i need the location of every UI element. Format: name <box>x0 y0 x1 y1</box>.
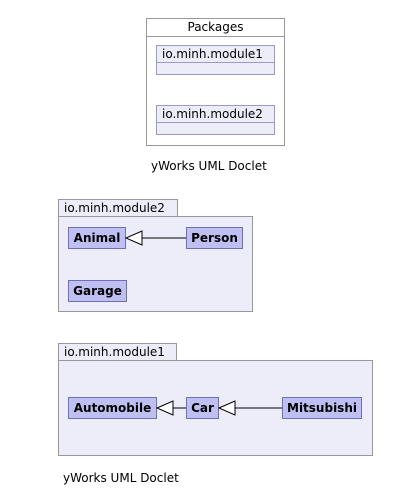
class-car[interactable]: Car <box>186 397 219 419</box>
edge-person-to-animal <box>124 230 186 246</box>
edge-mitsubishi-to-car <box>217 400 282 416</box>
overview-title: Packages <box>147 19 284 37</box>
class-animal[interactable]: Animal <box>68 227 126 249</box>
edge-car-to-automobile <box>155 400 186 416</box>
overview-package-label: io.minh.module1 <box>157 46 274 63</box>
overview-package-module1[interactable]: io.minh.module1 <box>156 45 275 75</box>
inheritance-arrowhead <box>155 400 174 416</box>
overview-package-module2[interactable]: io.minh.module2 <box>156 105 275 135</box>
package-tab-module1: io.minh.module1 <box>58 343 177 361</box>
class-automobile[interactable]: Automobile <box>68 397 157 419</box>
class-mitsubishi[interactable]: Mitsubishi <box>282 397 362 419</box>
class-garage[interactable]: Garage <box>68 280 127 302</box>
overview-caption: yWorks UML Doclet <box>151 159 267 173</box>
class-person[interactable]: Person <box>186 227 243 249</box>
inheritance-arrowhead <box>124 230 143 246</box>
footer-caption: yWorks UML Doclet <box>63 471 179 485</box>
overview-package-label: io.minh.module2 <box>157 106 274 123</box>
inheritance-arrowhead <box>217 400 236 416</box>
packages-overview: Packages io.minh.module1 io.minh.module2 <box>146 18 285 146</box>
